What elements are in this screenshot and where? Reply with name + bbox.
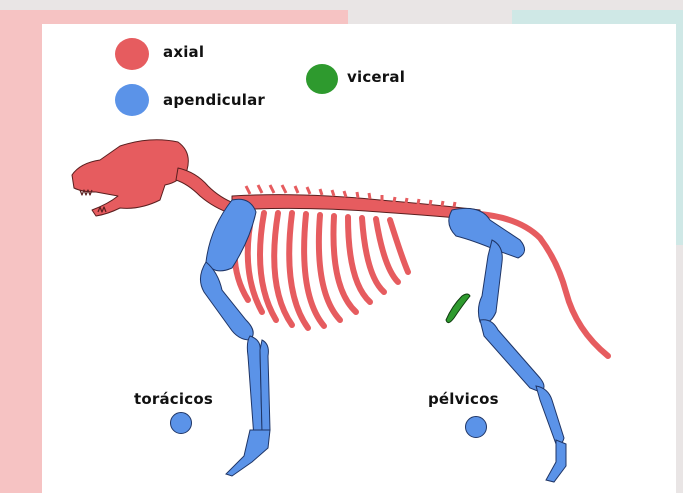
tibia [480, 320, 544, 392]
pelvis [449, 208, 525, 258]
axial-skeleton [72, 140, 608, 356]
metatarsus [536, 386, 564, 444]
foreleg-bone-2 [260, 340, 270, 434]
visceral-bone [446, 294, 470, 323]
spine [232, 195, 480, 220]
pelvicos-label: pélvicos [428, 390, 499, 408]
pelvicos-dot [465, 416, 487, 438]
femur [478, 240, 502, 323]
hind-paw [546, 440, 566, 482]
rib-cage [235, 213, 408, 328]
toracicos-label: torácicos [134, 390, 213, 408]
skull [72, 140, 188, 216]
toracicos-dot [170, 412, 192, 434]
front-paw [226, 430, 270, 476]
